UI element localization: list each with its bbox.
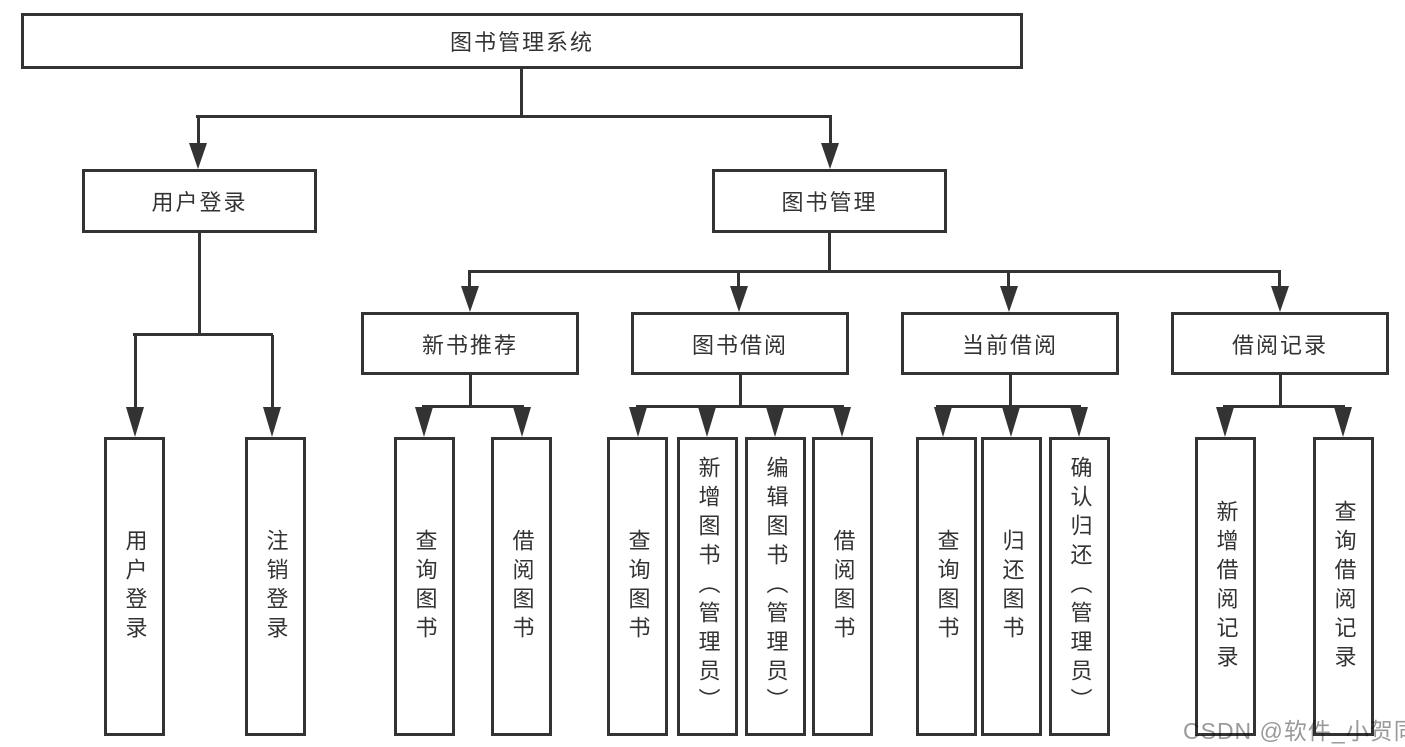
csdn-watermark: CSDN @软件_小贺同学 xyxy=(1183,718,1405,744)
arrow-down-icon xyxy=(1271,286,1289,312)
arrow-down-icon xyxy=(189,143,207,169)
connector-login-leaf-drop xyxy=(134,335,137,410)
arrow-down-icon xyxy=(1216,407,1234,437)
arrow-down-icon xyxy=(934,407,952,437)
arrow-down-icon xyxy=(126,407,144,437)
connector-user-login-drop xyxy=(197,117,200,153)
leaf-confirm-return-admin: 确认归还（管理员） xyxy=(1049,437,1110,736)
node-current-borrow: 当前借阅 xyxy=(901,312,1119,375)
arrow-down-icon xyxy=(1002,407,1020,437)
leaf-add-book-admin: 新增图书（管理员） xyxy=(677,437,738,736)
node-book-borrow: 图书借阅 xyxy=(631,312,849,375)
connector-recommend-stem xyxy=(469,375,472,408)
leaf-return-book: 归还图书 xyxy=(981,437,1042,736)
leaf-add-borrow-record: 新增借阅记录 xyxy=(1195,437,1256,736)
connector-user-login-stem xyxy=(198,233,201,335)
connector-user-login-split xyxy=(133,333,273,336)
connector-record-drop xyxy=(1278,272,1281,288)
connector-recommend-split xyxy=(422,405,524,408)
connector-record-stem xyxy=(1279,375,1282,408)
connector-book-mgmt-drop xyxy=(829,117,832,153)
connector-record-split xyxy=(1223,405,1345,408)
leaf-user-login: 用户登录 xyxy=(104,437,165,736)
connector-current-split xyxy=(936,405,1081,408)
leaf-query-borrow-record: 查询借阅记录 xyxy=(1313,437,1374,736)
connector-level1-split xyxy=(196,115,832,118)
connector-borrow-drop xyxy=(737,272,740,288)
leaf-logout: 注销登录 xyxy=(245,437,306,736)
arrow-down-icon xyxy=(1070,407,1088,437)
arrow-down-icon xyxy=(1334,407,1352,437)
node-user-login: 用户登录 xyxy=(82,169,317,233)
node-new-book-recommend: 新书推荐 xyxy=(361,312,579,375)
connector-current-stem xyxy=(1009,375,1012,408)
arrow-down-icon xyxy=(629,407,647,437)
leaf-edit-book-admin: 编辑图书（管理员） xyxy=(745,437,806,736)
leaf-query-book: 查询图书 xyxy=(607,437,668,736)
node-borrow-record: 借阅记录 xyxy=(1171,312,1389,375)
connector-logout-leaf-drop xyxy=(271,335,274,410)
arrow-down-icon xyxy=(833,407,851,437)
connector-root-stem xyxy=(520,69,523,117)
leaf-query-book: 查询图书 xyxy=(394,437,455,736)
leaf-query-book: 查询图书 xyxy=(916,437,977,736)
arrow-down-icon xyxy=(766,407,784,437)
arrow-down-icon xyxy=(698,407,716,437)
arrow-down-icon xyxy=(263,407,281,437)
arrow-down-icon xyxy=(415,407,433,437)
arrow-down-icon xyxy=(513,407,531,437)
arrow-down-icon xyxy=(1000,286,1018,312)
connector-borrow-stem xyxy=(739,375,742,408)
leaf-borrow-book: 借阅图书 xyxy=(812,437,873,736)
arrow-down-icon xyxy=(461,286,479,312)
node-book-management: 图书管理 xyxy=(712,169,947,233)
connector-recommend-drop xyxy=(468,272,471,288)
connector-level2-split xyxy=(468,270,1281,273)
connector-borrow-split xyxy=(636,405,844,408)
node-root: 图书管理系统 xyxy=(21,13,1023,69)
connector-current-drop xyxy=(1007,272,1010,288)
leaf-borrow-book: 借阅图书 xyxy=(491,437,552,736)
connector-book-mgmt-stem xyxy=(828,233,831,272)
arrow-down-icon xyxy=(730,286,748,312)
arrow-down-icon xyxy=(821,143,839,169)
